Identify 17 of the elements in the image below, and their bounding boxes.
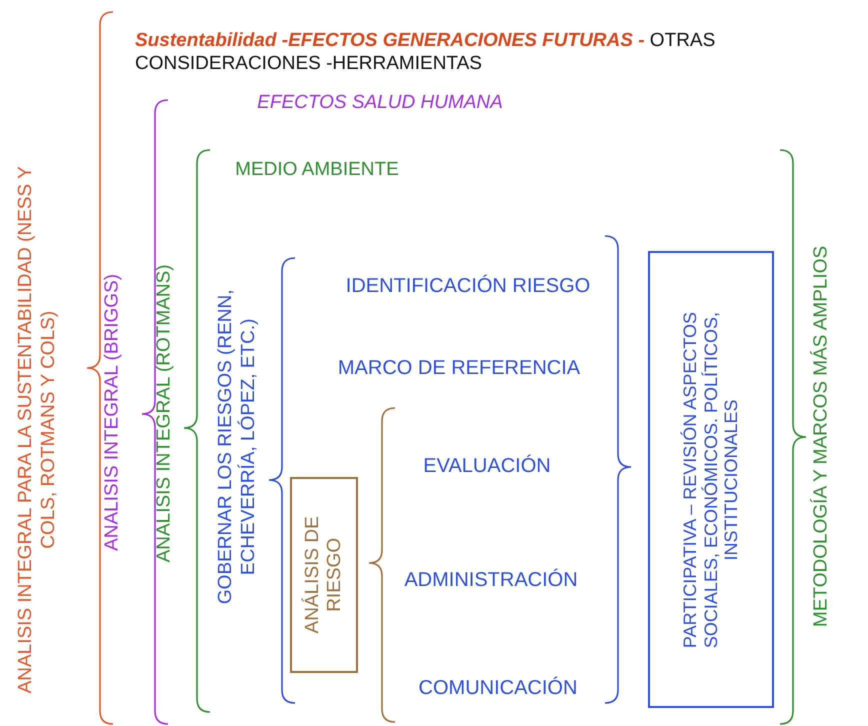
- text-label: EFECTOS SALUD HUMANA: [256, 92, 504, 114]
- box-label: PARTICIPATIVA – REVISIÓN ASPECTOS SOCIALES, ECONÓMICOS. POLÍTICOS, INSTITUCIONALES: [680, 310, 742, 650]
- text-label: MEDIO AMBIENTE: [234, 158, 400, 182]
- text-label: COMUNICACIÓN: [418, 676, 578, 700]
- text-label: IDENTIFICACIÓN RIESGO: [344, 274, 592, 298]
- vertical-label: METODOLOGÍA Y MARCOS MÁS AMPLIOS: [810, 244, 833, 628]
- text-label: EVALUACIÓN: [422, 454, 552, 478]
- vertical-label: ANALISIS INTEGRAL PARA LA SUSTENTABILIDAD (NESS Y COLS, ROTMANS Y COLS): [15, 165, 60, 696]
- vertical-label: GOBERNAR LOS RIESGOS (RENN, ECHEVERRÍA, LÓPEZ, ETC.): [215, 288, 260, 606]
- vertical-label: ANALISIS INTEGRAL (ROTMANS): [154, 262, 176, 564]
- text-label: MARCO DE REFERENCIA: [336, 356, 582, 380]
- box-label: ANÁLISIS DE RIESGO: [302, 515, 346, 636]
- text-label: ADMINISTRACIÓN: [403, 568, 579, 592]
- label-box: [290, 477, 358, 673]
- label-box: [648, 251, 774, 708]
- heading-text: Sustentabilidad -EFECTOS GENERACIONES FUTURAS - OTRAS CONSIDERACIONES -HERRAMIENTAS: [135, 30, 716, 76]
- vertical-label: ANALISIS INTEGRAL (BRIGGS): [102, 272, 124, 553]
